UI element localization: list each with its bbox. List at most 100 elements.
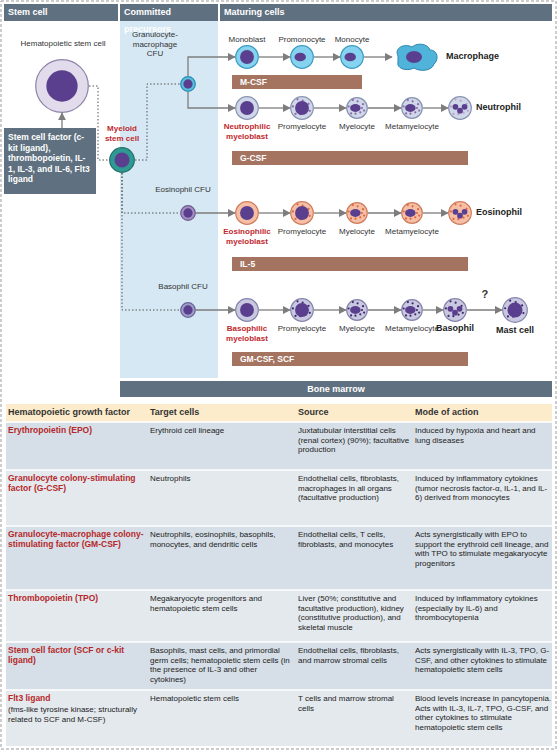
granule (409, 113, 411, 115)
cell-shape (235, 298, 259, 322)
flow-arrow (314, 56, 340, 57)
header-band: Bone marrow (120, 381, 552, 397)
granule (309, 215, 311, 217)
granule (409, 315, 411, 317)
cell-circle: Promyelocyte (290, 201, 314, 225)
cell-label: Myelocyte (327, 227, 387, 237)
cell-membrane (347, 203, 368, 224)
cell-nucleus (294, 53, 306, 62)
cell-membrane (449, 97, 472, 120)
cell-label: Metamyelocyte (382, 227, 442, 237)
cell-circle: Eosinophil CFU (180, 205, 196, 221)
cell-circle: Basophilic myeloblast (235, 298, 259, 322)
cell-circle: Hematopoietic stem cell (35, 59, 89, 113)
granule (417, 208, 419, 210)
cell-shape (180, 205, 196, 221)
cell-label: Eosinophil CFU (153, 185, 213, 195)
table-cell: Juxtatubular interstitial cells (renal c… (298, 426, 410, 455)
cell-shape (502, 297, 528, 323)
macrophage-membrane (397, 44, 437, 70)
cell-nucleus (183, 79, 192, 88)
cell-label: Promyelocyte (272, 122, 332, 132)
flow-arrow (368, 309, 401, 310)
granule (403, 210, 405, 212)
cell-circle: Eosinophilic myeloblast (235, 201, 259, 225)
cell-nucleus (240, 303, 254, 317)
flow-arrow (314, 309, 346, 310)
cell-label: Eosinophil (476, 208, 536, 218)
cell-shape (290, 96, 314, 120)
table-row (6, 422, 552, 470)
granule (354, 218, 356, 220)
cell-shape (235, 201, 259, 225)
flow-arrow (314, 107, 346, 108)
cell-shape (290, 45, 314, 69)
table-cell: Induced by hypoxia and heart and lung di… (415, 426, 552, 445)
granule (361, 107, 363, 109)
cell-shape (109, 147, 135, 173)
granule (467, 215, 469, 217)
granule (361, 309, 363, 311)
granule (407, 99, 409, 101)
table-header: Source (298, 408, 410, 418)
granule (363, 110, 365, 112)
cell-circle: Monoblast (235, 45, 259, 69)
granule (361, 212, 363, 214)
granule (460, 100, 462, 102)
cell-circle: Metamyelocyte (401, 97, 423, 119)
cell-nucleus (344, 53, 356, 62)
granule (294, 315, 296, 317)
cell-label: Basophil (425, 324, 485, 334)
cell-circle: Basophil (443, 298, 467, 322)
growth-factor-bar: M-CSF (232, 75, 362, 89)
cell-shape (235, 45, 259, 69)
granule (350, 112, 352, 114)
cell-membrane (110, 148, 135, 173)
cell-circle: Neutrophilic myeloblast (235, 96, 259, 120)
granule (409, 218, 411, 220)
cell-shape (235, 96, 259, 120)
table-cell: Neutrophils (150, 474, 292, 484)
cell-membrane (236, 46, 259, 69)
granule (416, 309, 418, 311)
cell-nucleus (405, 209, 416, 217)
granule (348, 307, 350, 309)
cell-label: Hematopoietic stem cell (8, 39, 118, 49)
cell-nucleus (350, 306, 361, 314)
cell-circle: Myeloid stem cell (109, 147, 135, 173)
cell-circle: Metamyelocyte (401, 299, 423, 321)
cell-shape (401, 97, 423, 119)
cell-membrane (402, 203, 423, 224)
granule (411, 100, 413, 102)
granule (356, 205, 358, 207)
granule (405, 217, 407, 219)
cell-label: Promyelocyte (272, 227, 332, 237)
flow-arrow (188, 92, 235, 108)
flow-arrow (188, 57, 235, 76)
cell-label: Mast cell (485, 326, 545, 336)
granule (309, 110, 311, 112)
node-label: Maturing cells (224, 4, 552, 21)
granule (416, 107, 418, 109)
growth-factor-bar: G-CSF (232, 151, 468, 165)
cell-membrane (341, 46, 364, 69)
cell-membrane (291, 46, 314, 69)
granule (407, 204, 409, 206)
flow-arrow (259, 212, 290, 213)
flow-arrow (259, 56, 290, 57)
cell-shape (346, 97, 368, 119)
cell-membrane (236, 97, 259, 120)
granule (405, 314, 407, 316)
cell-circle: Neutrophil (448, 96, 472, 120)
granule (418, 312, 420, 314)
dotted-connector (135, 84, 180, 160)
table-cell: Hematopoietic stem cells (150, 694, 292, 704)
granule (363, 215, 365, 217)
granule (455, 302, 457, 304)
granule (296, 300, 298, 302)
cell-label: Myelocyte (327, 324, 387, 334)
cell-membrane (181, 77, 196, 92)
cell-nucleus (183, 208, 192, 217)
table-cell: Acts synergistically with EPO to support… (415, 530, 552, 568)
